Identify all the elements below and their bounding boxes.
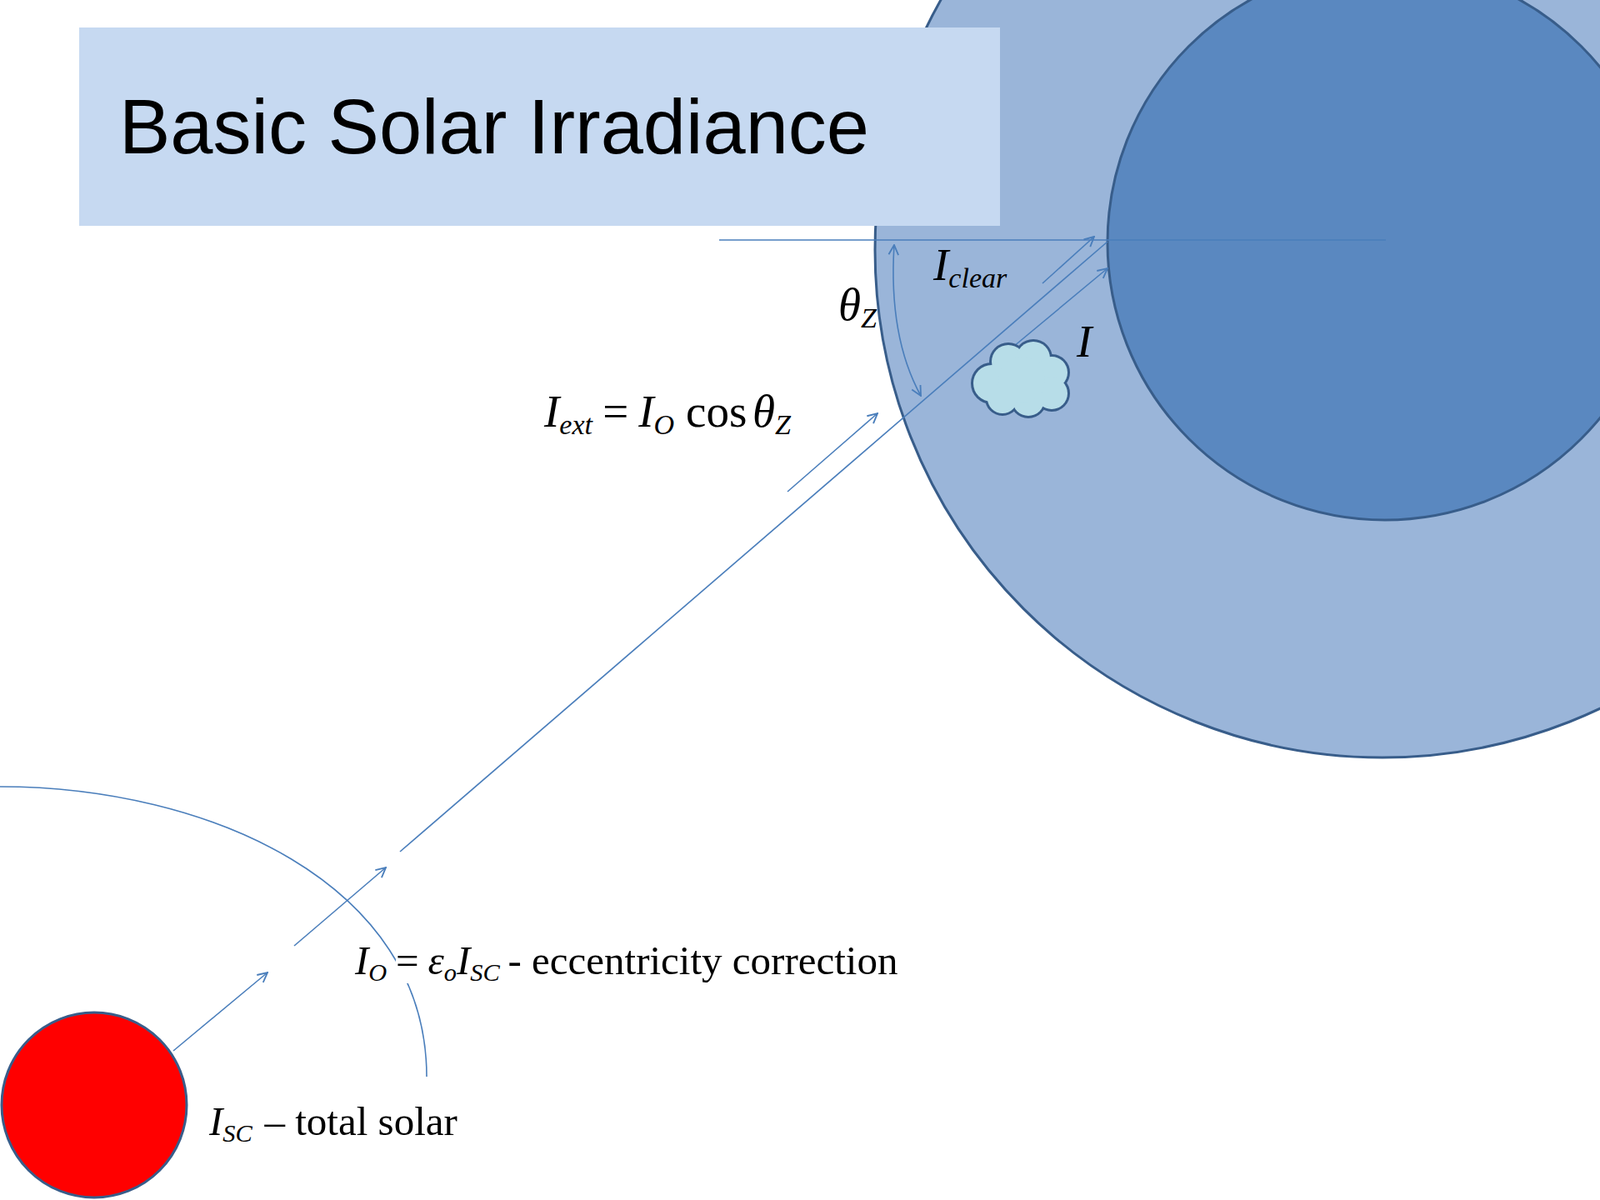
symbol-text: - eccentricity correction [508, 937, 899, 984]
ray-arrow [1042, 236, 1095, 284]
symbol-text: = [602, 385, 629, 437]
symbol-text: I [456, 937, 470, 984]
subscript-text: SC [222, 1119, 252, 1148]
sun-circle [1, 1012, 187, 1198]
title-box: Basic Solar Irradiance [79, 27, 1000, 226]
subscript-text: o [444, 958, 457, 987]
symbol-text: ε [427, 937, 444, 984]
symbol-text: θ [752, 385, 775, 437]
ray-arrow [787, 413, 878, 492]
symbol-text: I [544, 385, 560, 437]
subscript-text: Z [860, 302, 877, 334]
subscript-text: ext [559, 409, 593, 440]
ray-arrow [1013, 268, 1108, 347]
formula-label: IO=εoISC- eccentricity correction [355, 940, 898, 981]
subscript-text: O [654, 409, 675, 440]
ray-arrow [294, 867, 386, 946]
ray-line [400, 241, 1108, 852]
formula-label: Iclear [933, 241, 1007, 288]
subscript-text: O [368, 958, 387, 987]
symbol-text: I [638, 385, 654, 437]
earth-circle [1107, 0, 1600, 520]
symbol-text: = [395, 937, 420, 984]
ray-arrow [173, 972, 268, 1051]
title-text: Basic Solar Irradiance [119, 88, 870, 165]
symbol-text: θ [838, 279, 861, 330]
subscript-text: SC [470, 958, 500, 987]
symbol-text: cos [685, 385, 747, 437]
symbol-text: I [933, 239, 949, 290]
zenith-line [719, 239, 1386, 241]
symbol-text: I [1076, 315, 1092, 367]
symbol-text: total solar [295, 1098, 458, 1145]
formula-label: ISC–total solar [209, 1100, 458, 1142]
angle-arc [893, 245, 921, 396]
formula-label: θZ [838, 281, 877, 328]
subscript-text: clear [948, 262, 1007, 294]
symbol-text: I [355, 937, 369, 984]
formula-label: Iext=IOcosθZ [544, 388, 791, 435]
formula-label: I [1076, 318, 1092, 365]
symbol-text: I [209, 1098, 223, 1145]
symbol-text: – [264, 1098, 285, 1145]
subscript-text: Z [775, 409, 791, 440]
cloud-symbol [973, 341, 1068, 416]
